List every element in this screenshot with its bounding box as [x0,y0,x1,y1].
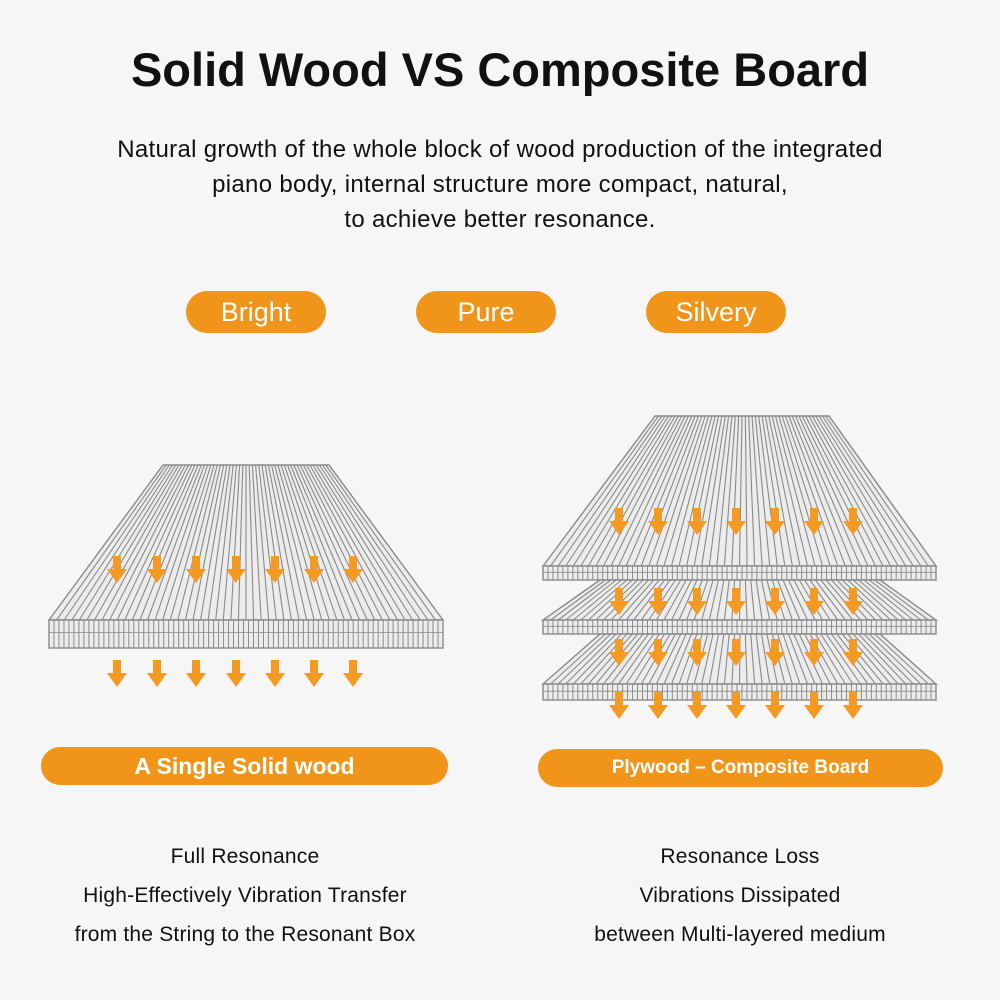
tone-badge-silvery: Silvery [646,291,786,333]
down-arrow-icon [843,508,863,535]
down-arrow-icon [107,660,127,687]
down-arrow-icon [687,639,707,666]
down-arrow-icon [843,639,863,666]
caption-line: Vibrations Dissipated [639,884,841,907]
down-arrow-icon [687,588,707,615]
down-arrow-icon [226,660,246,687]
caption-line: Full Resonance [170,845,320,868]
down-arrow-icon [726,692,746,719]
down-arrow-icon [726,588,746,615]
down-arrow-icon [147,660,167,687]
down-arrow-icon [765,692,785,719]
down-arrow-icon [609,588,629,615]
down-arrow-icon [609,639,629,666]
down-arrow-icon [186,660,206,687]
down-arrow-icon [726,508,746,535]
subtitle: Natural growth of the whole block of woo… [40,132,960,237]
plywood-layer-top [541,415,938,581]
down-arrow-icon [186,556,206,583]
down-arrow-icon [726,639,746,666]
down-arrow-icon [343,660,363,687]
down-arrow-icon [765,639,785,666]
caption-line: between Multi-layered medium [594,923,886,946]
down-arrow-icon [843,588,863,615]
subtitle-line: Natural growth of the whole block of woo… [117,136,883,163]
down-arrow-icon [343,556,363,583]
subtitle-line: to achieve better resonance. [344,206,656,233]
down-arrow-icon [107,556,127,583]
subtitle-line: piano body, internal structure more comp… [212,171,788,198]
down-arrow-icon [265,556,285,583]
down-arrow-icon [147,556,167,583]
down-arrow-icon [687,692,707,719]
solid-wood-caption: Full Resonance High-Effectively Vibratio… [10,837,480,954]
down-arrow-icon [765,508,785,535]
plywood-caption: Resonance Loss Vibrations Dissipated bet… [505,837,975,954]
solid-wood-banner: A Single Solid wood [41,747,448,785]
caption-line: Resonance Loss [660,845,820,868]
down-arrow-icon [648,588,668,615]
down-arrow-icon [304,660,324,687]
plywood-banner: Plywood – Composite Board [538,749,943,787]
down-arrow-icon [843,692,863,719]
down-arrow-icon [265,660,285,687]
down-arrow-icon [609,692,629,719]
down-arrow-icon [804,508,824,535]
down-arrow-icon [648,692,668,719]
caption-line: from the String to the Resonant Box [74,923,416,946]
down-arrow-icon [648,639,668,666]
down-arrow-icon [226,556,246,583]
down-arrow-icon [304,556,324,583]
down-arrow-icon [648,508,668,535]
solid-wood-board [47,464,445,649]
down-arrow-icon [765,588,785,615]
down-arrow-icon [609,508,629,535]
page-title: Solid Wood VS Composite Board [130,43,870,96]
down-arrow-icon [804,692,824,719]
down-arrow-icon [687,508,707,535]
tone-badge-bright: Bright [186,291,326,333]
down-arrow-icon [804,588,824,615]
tone-badge-pure: Pure [416,291,556,333]
down-arrow-icon [804,639,824,666]
caption-line: High-Effectively Vibration Transfer [83,884,407,907]
